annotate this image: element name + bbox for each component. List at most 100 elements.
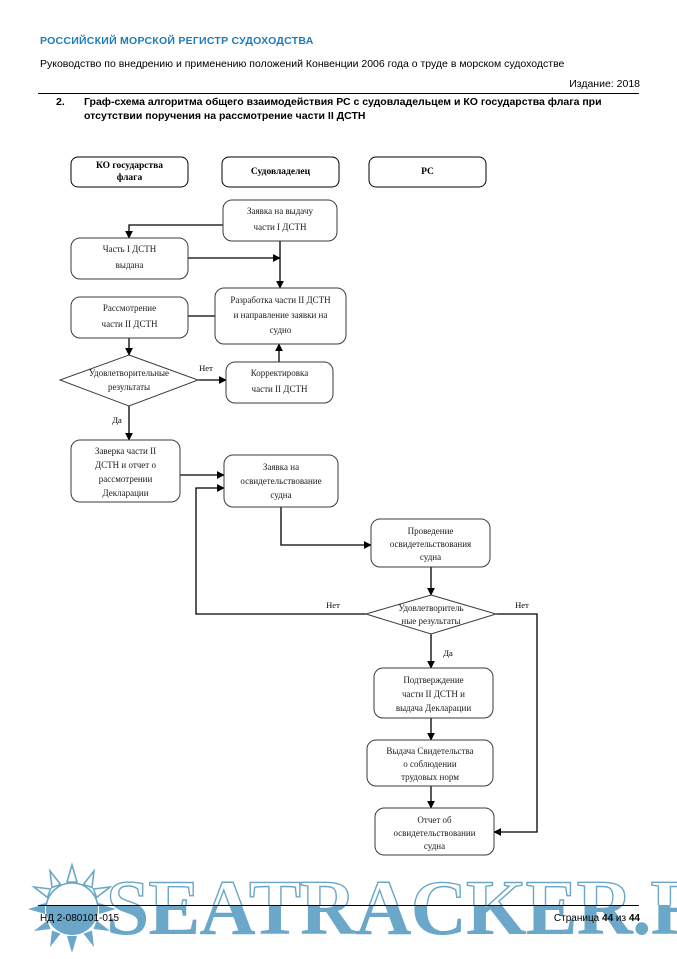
node-request-part1-line2: части I ДСТН (254, 222, 307, 232)
node-correct-part2-box (225, 361, 334, 404)
watermark-svg: SEATRACKER.RU SEATRACKER.RU (28, 862, 677, 953)
edge-n8-to-n9 (280, 492, 372, 549)
node-certify-part2-line1: Заверка части II (95, 446, 156, 456)
node-issue-certificate-line1: Выдача Свидетельства (386, 746, 473, 756)
footer-page-current: 44 (602, 913, 614, 924)
node-review-part2-line2: части II ДСТН (102, 319, 158, 329)
node-certify-part2-line4: Декларации (102, 488, 148, 498)
node-survey-request: Заявка на освидетельствование судна (223, 454, 339, 508)
node-confirm-part2-line3: выдача Декларации (396, 703, 472, 713)
flowchart-svg: КО государства флага Судовладелец РС (58, 156, 538, 856)
node-confirm-part2: Подтверждение части II ДСТН и выдача Дек… (373, 667, 494, 719)
node-survey-request-line1: Заявка на (263, 462, 299, 472)
node-correct-part2: Корректировка части II ДСТН (225, 361, 334, 404)
watermark-text-outline: SEATRACKER.RU (106, 864, 677, 951)
edge-n1-to-n2 (125, 224, 223, 239)
node-survey-request-line2: освидетельствование (240, 476, 321, 486)
edge-label-no-2: Нет (326, 600, 340, 610)
node-certify-part2: Заверка части II ДСТН и отчет о рассмотр… (70, 439, 181, 503)
node-request-part1: Заявка на выдачу части I ДСТН (222, 199, 338, 242)
node-survey-request-box (223, 454, 339, 508)
node-correct-part2-line1: Корректировка (251, 368, 309, 378)
node-decision-review-results-shape (58, 354, 200, 407)
node-confirm-part2-line2: части II ДСТН и (402, 689, 465, 699)
node-review-part2-box (70, 296, 189, 339)
node-issue-certificate-box (366, 739, 494, 787)
section-title: Граф-схема алгоритма общего взаимодейств… (84, 96, 602, 122)
node-decision-review-results-line2: результаты (108, 382, 150, 392)
node-survey-report-box (374, 807, 495, 856)
node-conduct-survey-line1: Проведение (408, 526, 454, 536)
node-part1-issued: Часть I ДСТН выдана (70, 237, 189, 280)
footer-document-code: НД 2-080101-015 (40, 913, 120, 924)
lane-header-owner: Судовладелец (221, 156, 340, 188)
watermark-text-fill: SEATRACKER.RU (106, 864, 677, 951)
node-confirm-part2-box (373, 667, 494, 719)
node-develop-part2-line3: судно (270, 325, 292, 335)
node-develop-part2-line2: и направление заявки на (234, 310, 328, 320)
lane-ko-box (70, 156, 189, 188)
node-survey-report-line1: Отчет об (417, 815, 452, 825)
node-conduct-survey-line2: освидетельствования (390, 539, 471, 549)
node-decision-survey-results: Удовлетворитель ные результаты (364, 594, 498, 635)
node-conduct-survey-line3: судна (420, 552, 441, 562)
node-develop-part2: Разработка части II ДСТН и направление з… (214, 287, 347, 345)
edge-n10-to-n13 (493, 613, 538, 836)
edge-n10-to-n8 (195, 484, 366, 615)
lane-header-rs: РС (368, 156, 487, 188)
lane-owner-label: Судовладелец (251, 167, 311, 177)
lane-rs-label: РС (421, 167, 434, 177)
node-decision-review-results-line1: Удовлетворительные (89, 368, 169, 378)
footer-divider (38, 905, 639, 906)
watermark-text: SEATRACKER.RU SEATRACKER.RU (105, 863, 677, 951)
node-correct-part2-line2: части II ДСТН (252, 384, 308, 394)
edge-label-yes-1: Да (112, 415, 122, 425)
node-conduct-survey-box (370, 518, 491, 568)
node-part1-issued-line1: Часть I ДСТН (103, 244, 157, 254)
node-decision-survey-results-shape (364, 594, 498, 635)
footer-page-total: 44 (628, 913, 640, 924)
edge-label-yes-2: Да (443, 648, 453, 658)
node-survey-request-line3: судна (270, 490, 291, 500)
lane-ko-label-line1: КО государства (96, 161, 163, 171)
footer-pagination: Страница 44 из 44 (554, 913, 640, 924)
lane-header-ko: КО государства флага (70, 156, 189, 188)
node-develop-part2-line1: Разработка части II ДСТН (230, 295, 331, 305)
footer-page-middle: из (615, 913, 627, 924)
node-survey-report-line3: судна (424, 841, 445, 851)
node-certify-part2-line3: рассмотрении (99, 474, 153, 484)
watermark: SEATRACKER.RU SEATRACKER.RU (0, 862, 677, 959)
edge-label-no-1: Нет (199, 363, 213, 373)
node-develop-part2-box (214, 287, 347, 345)
header-edition: Издание: 2018 (569, 78, 640, 90)
node-decision-survey-results-line2: ные результаты (401, 616, 460, 626)
lane-ko-label-line2: флага (117, 172, 143, 183)
node-certify-part2-box (70, 439, 181, 503)
node-review-part2-line1: Рассмотрение (103, 303, 156, 313)
node-part1-issued-box (70, 237, 189, 280)
flowchart: КО государства флага Судовладелец РС (0, 140, 677, 870)
lane-rs-box (368, 156, 487, 188)
sun-icon (28, 862, 116, 953)
header-subtitle: Руководство по внедрению и применению по… (40, 58, 565, 70)
node-part1-issued-line2: выдана (116, 260, 144, 270)
header-divider (38, 93, 639, 94)
node-conduct-survey: Проведение освидетельствования судна (370, 518, 491, 568)
node-request-part1-box (222, 199, 338, 242)
lane-owner-box (221, 156, 340, 188)
node-survey-report: Отчет об освидетельствовании судна (374, 807, 495, 856)
header-organization: РОССИЙСКИЙ МОРСКОЙ РЕГИСТР СУДОХОДСТВА (40, 35, 314, 47)
node-issue-certificate: Выдача Свидетельства о соблюдении трудов… (366, 739, 494, 787)
node-survey-report-line2: освидетельствовании (393, 828, 475, 838)
node-decision-review-results: Удовлетворительные результаты (58, 354, 200, 407)
node-decision-survey-results-line1: Удовлетворитель (398, 603, 463, 613)
node-certify-part2-line2: ДСТН и отчет о (95, 460, 156, 470)
node-issue-certificate-line2: о соблюдении (403, 759, 457, 769)
node-review-part2: Рассмотрение части II ДСТН (70, 296, 189, 339)
edge-label-no-3: Нет (515, 600, 529, 610)
node-confirm-part2-line1: Подтверждение (403, 675, 463, 685)
node-issue-certificate-line3: трудовых норм (401, 772, 459, 782)
node-request-part1-line1: Заявка на выдачу (247, 206, 313, 216)
section-number: 2. (56, 96, 65, 108)
